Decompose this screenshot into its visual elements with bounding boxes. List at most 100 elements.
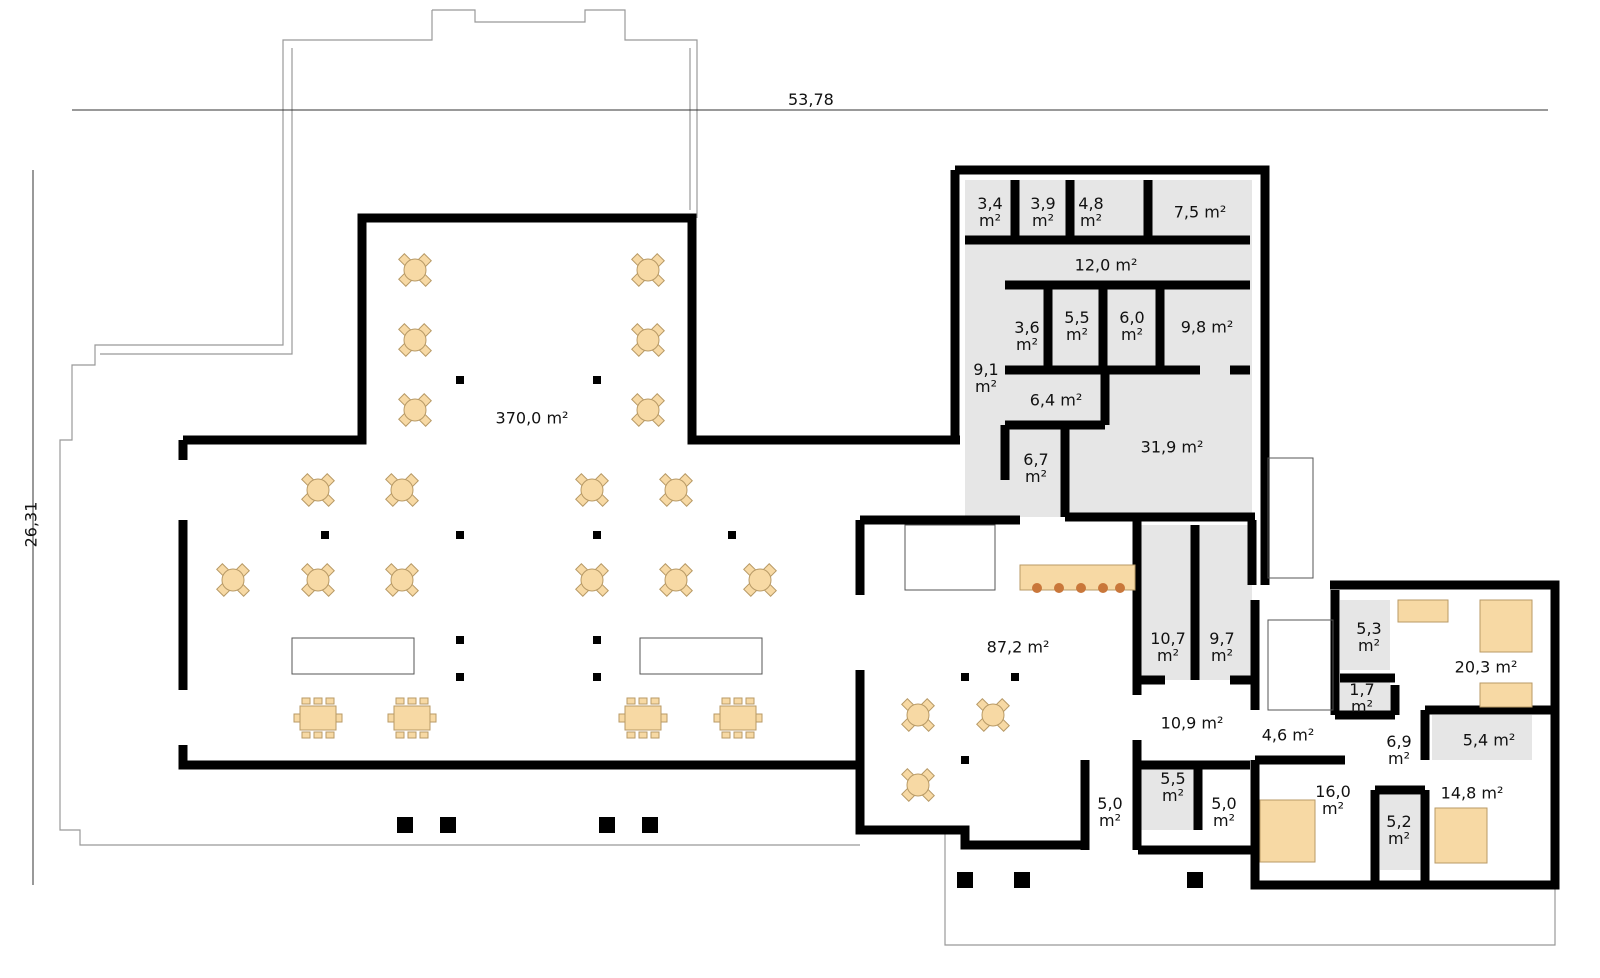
room-area-value: 1,7 <box>1349 680 1375 699</box>
room-area-unit: m² <box>1065 325 1088 344</box>
room-area-value: 87,2 <box>986 637 1023 657</box>
room-area-value: 9,8 <box>1180 317 1207 337</box>
room-area-unit: m² <box>1027 637 1050 657</box>
dimension-lines <box>32 109 1548 885</box>
bar-stool-icon <box>1115 583 1125 593</box>
room-area-value: 5,2 <box>1386 812 1412 831</box>
pillar <box>599 817 615 833</box>
round-table-icon <box>659 563 693 597</box>
room-area-value: 5,5 <box>1160 769 1186 788</box>
column <box>728 531 736 539</box>
room-area-value: 5,3 <box>1356 619 1382 638</box>
room-area-label: 5,4 m² <box>1463 732 1516 749</box>
room-area-unit: m² <box>1031 211 1054 230</box>
room-area-value: 6,4 <box>1029 390 1056 410</box>
terrace-outline <box>59 9 1556 946</box>
bed-icon <box>1479 682 1533 708</box>
room-area-unit: m² <box>1120 325 1143 344</box>
room-area-unit: m² <box>1495 657 1518 677</box>
column <box>456 376 464 384</box>
room-area-unit: m² <box>978 211 1001 230</box>
round-table-icon <box>385 563 419 597</box>
room-area-unit: m² <box>1493 730 1516 750</box>
round-table-icon <box>301 473 335 507</box>
room-area-label: 6,4 m² <box>1030 392 1083 409</box>
round-table-icon <box>631 323 665 357</box>
room-area-unit: m² <box>1357 636 1380 655</box>
bar-stool-icon <box>1032 583 1042 593</box>
room-area-unit: m² <box>1387 749 1410 768</box>
round-table-icon <box>385 473 419 507</box>
room-area-value: 20,3 <box>1454 657 1491 677</box>
room-area-value: 9,1 <box>973 360 999 379</box>
column <box>961 673 969 681</box>
column <box>456 531 464 539</box>
pillar <box>642 817 658 833</box>
room-area-unit: m² <box>1201 713 1224 733</box>
bar-stool-icon <box>1054 583 1064 593</box>
room-area-value: 5,0 <box>1097 794 1123 813</box>
round-table-icon <box>398 323 432 357</box>
room-area-value: 10,9 <box>1160 713 1197 733</box>
room-area-value: 3,9 <box>1030 194 1056 213</box>
room-area-value: 5,0 <box>1211 794 1237 813</box>
walls <box>178 165 1560 890</box>
pillar <box>1187 872 1203 888</box>
room-area-value: 31,9 <box>1140 437 1177 457</box>
room-area-unit: m² <box>1210 646 1233 665</box>
pillar <box>397 817 413 833</box>
room-area-value: 5,5 <box>1064 308 1090 327</box>
room-area-value: 3,4 <box>977 194 1003 213</box>
room-area-value: 10,7 <box>1150 629 1186 648</box>
rect-table-icon <box>387 697 437 739</box>
round-table-icon <box>659 473 693 507</box>
room-area-label: 31,9 m² <box>1141 439 1204 456</box>
room-area-value: 6,9 <box>1386 732 1412 751</box>
room-area-label: 4,6 m² <box>1262 727 1315 744</box>
room-area-label: 87,2 m² <box>987 639 1050 656</box>
room-area-unit: m² <box>1211 317 1234 337</box>
columns <box>321 376 1203 888</box>
column <box>961 756 969 764</box>
column <box>593 531 601 539</box>
room-area-unit: m² <box>1115 255 1138 275</box>
room-area-value: 14,8 <box>1440 783 1477 803</box>
room-area-value: 370,0 <box>495 408 542 428</box>
room-area-unit: m² <box>1387 829 1410 848</box>
room-area-label: 20,3 m² <box>1455 659 1518 676</box>
round-table-icon <box>575 563 609 597</box>
rect-table-icon <box>293 697 343 739</box>
room-area-value: 9,7 <box>1209 629 1235 648</box>
stair <box>291 457 1334 711</box>
room-area-value: 7,5 <box>1173 202 1200 222</box>
round-table-icon <box>398 393 432 427</box>
room-area-unit: m² <box>1212 811 1235 830</box>
room-area-unit: m² <box>1204 202 1227 222</box>
furniture <box>216 253 1533 864</box>
room-area-value: 6,0 <box>1119 308 1145 327</box>
room-area-unit: m² <box>1350 697 1373 716</box>
room-area-unit: m² <box>1098 811 1121 830</box>
room-area-unit: m² <box>1060 390 1083 410</box>
room-area-value: 6,7 <box>1023 450 1049 469</box>
column <box>321 531 329 539</box>
room-area-unit: m² <box>1292 725 1315 745</box>
column <box>593 673 601 681</box>
dimension-depth: 26,31 <box>21 501 41 548</box>
round-table-icon <box>901 768 935 802</box>
rect-table-icon <box>713 697 763 739</box>
round-table-icon <box>631 393 665 427</box>
round-table-icon <box>398 253 432 287</box>
